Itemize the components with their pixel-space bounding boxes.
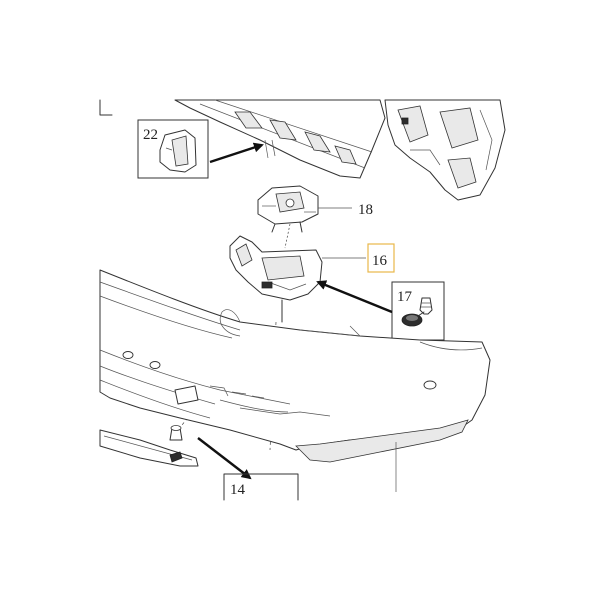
lower-trim-strip — [99, 429, 199, 467]
bumper-reinforcement-beam — [174, 99, 386, 179]
push-pin-clip — [169, 425, 183, 441]
callout-17-label: 17 — [397, 289, 413, 305]
clip-part-22 — [159, 129, 197, 173]
callout-18-label: 18 — [358, 202, 373, 218]
lower-diffuser — [295, 419, 469, 463]
rear-bumper-cover — [99, 269, 491, 492]
callout-17: 17 — [391, 281, 445, 341]
callout-16-label: 16 — [372, 253, 388, 269]
parking-sensor-right — [423, 380, 437, 390]
arrow-14 — [197, 437, 252, 480]
guide-bracket-18 — [257, 185, 319, 233]
tow-hook-cover — [174, 385, 199, 405]
parking-sensor-left — [122, 351, 134, 359]
screw-part-17 — [401, 297, 433, 327]
callout-14-label: 14 — [230, 482, 246, 498]
mounting-bracket-16 — [229, 235, 323, 323]
callout-16-highlight — [367, 243, 395, 273]
callout-22-label: 22 — [143, 127, 158, 143]
assembly-centerlines — [177, 223, 291, 451]
callout-14: 14 — [223, 473, 299, 501]
frame-corner — [99, 99, 113, 116]
arrow-17 — [316, 280, 393, 314]
callout-22: 22 — [137, 119, 209, 179]
parking-sensor-mid — [149, 361, 161, 369]
arrow-22 — [209, 142, 264, 164]
upper-right-bracket — [384, 99, 506, 201]
